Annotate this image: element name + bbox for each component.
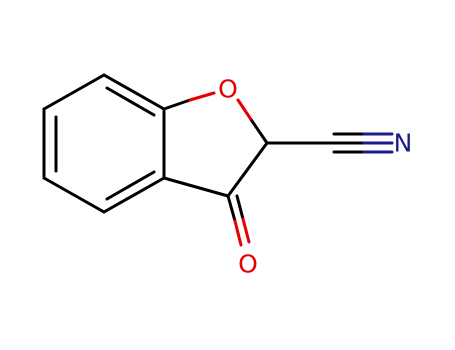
nitrile-nitrogen-label: N xyxy=(394,129,413,158)
bond-c6-o-red xyxy=(188,91,216,102)
furanone-ring xyxy=(162,91,269,198)
bond-c3-c4 xyxy=(42,176,106,214)
carbonyl-bond-left-red xyxy=(233,219,243,247)
carbonyl-bond-right-black xyxy=(235,194,245,221)
nitrile-group xyxy=(265,132,394,154)
bond-o-c2-black xyxy=(250,119,269,145)
bond-c4-c5-inner xyxy=(105,170,156,201)
bond-c4-c5 xyxy=(102,176,166,214)
bond-c2-c3 xyxy=(226,141,269,198)
bond-c6-o-black xyxy=(162,98,192,111)
carbonyl-bond xyxy=(226,194,251,247)
bond-c6-c1 xyxy=(102,73,166,111)
carbonyl-oxygen-label: O xyxy=(238,250,258,279)
bond-c3-c5 xyxy=(162,176,230,198)
carbonyl-bond-right-red xyxy=(241,217,251,244)
carbonyl-bond-left-black xyxy=(226,194,237,223)
benzene-ring xyxy=(42,73,166,214)
bond-o-c2-red xyxy=(236,98,254,123)
bond-c6-c1-inner xyxy=(105,86,156,117)
bond-c1-c2 xyxy=(42,73,106,111)
ring-oxygen-label: O xyxy=(218,75,238,104)
